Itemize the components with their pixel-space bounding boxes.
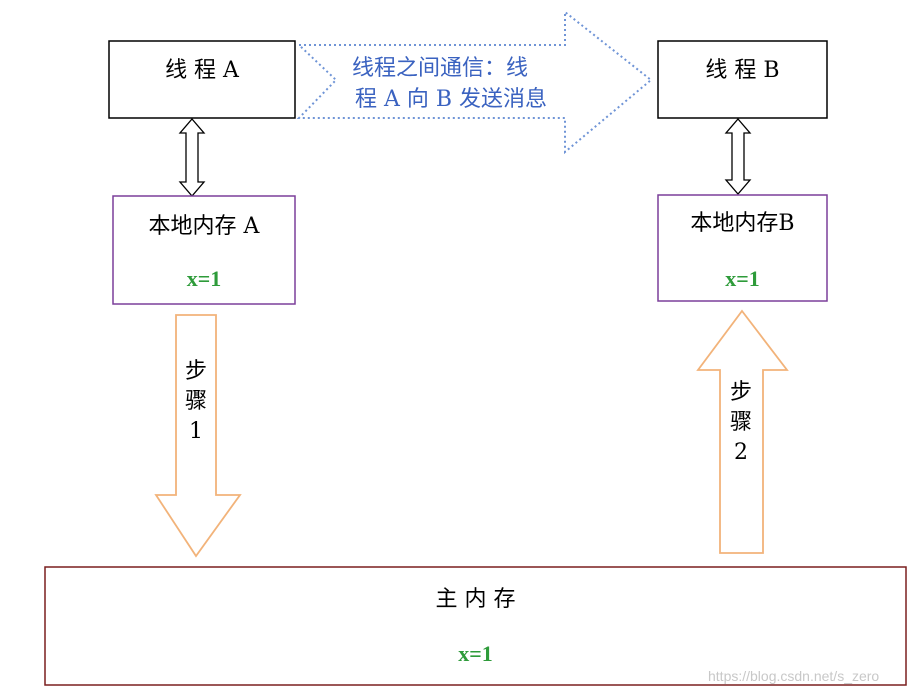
- main-memory-label: 主 内 存: [435, 587, 516, 612]
- thread-b-label: 线 程 B: [705, 58, 780, 83]
- step2-line-1: 步: [729, 380, 752, 405]
- message-arrow: [296, 9, 653, 155]
- local-memory-b-value: x=1: [725, 266, 760, 291]
- local-memory-a-label: 本地内存 A: [148, 214, 260, 239]
- thread-b-memory-double-arrow: [724, 118, 752, 195]
- local-memory-b-box: [657, 194, 828, 302]
- thread-a-box: [108, 40, 296, 119]
- watermark: https://blog.csdn.net/s_zero: [708, 668, 880, 684]
- step1-line-3: 1: [189, 419, 203, 444]
- message-line-2: 程 A 向 B 发送消息: [355, 87, 548, 112]
- local-memory-a-value: x=1: [186, 266, 222, 291]
- thread-b-box: [657, 40, 828, 119]
- step1-arrow: [154, 314, 242, 558]
- step2-label: 步 骤 2: [726, 378, 756, 468]
- local-memory-a-box: [112, 195, 296, 305]
- main-memory-value: x=1: [458, 641, 493, 666]
- step2-line-2: 骤: [729, 410, 752, 435]
- step1-line-1: 步: [184, 359, 207, 384]
- thread-a-label: 线 程 A: [165, 58, 239, 83]
- main-memory-box: [44, 566, 907, 686]
- local-memory-b-label: 本地内存B: [690, 211, 795, 236]
- step1-line-2: 骤: [184, 389, 207, 414]
- message-line-1: 线程之间通信：线: [352, 56, 529, 81]
- step2-arrow: [696, 309, 789, 554]
- thread-a-memory-double-arrow: [178, 118, 206, 197]
- step1-label: 步 骤 1: [181, 357, 211, 447]
- step2-line-3: 2: [734, 440, 748, 465]
